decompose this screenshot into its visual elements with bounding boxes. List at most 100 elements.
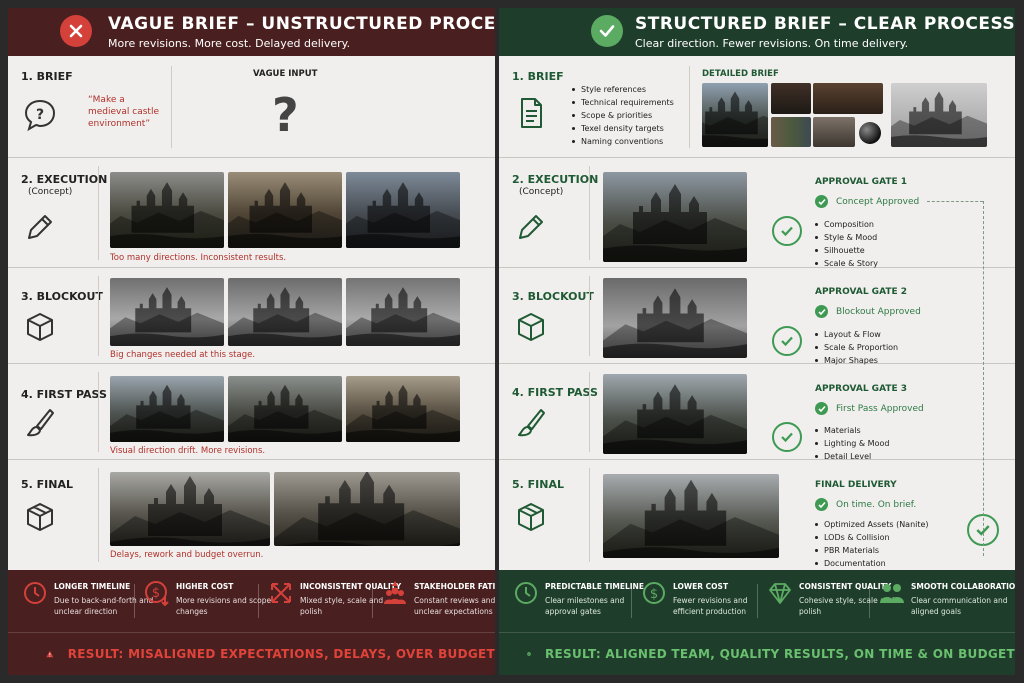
svg-text:$: $ bbox=[650, 587, 658, 602]
right-final-row: 5. FINAL FINAL DELIVERY On time. On brie… bbox=[499, 460, 1015, 570]
final-image-2 bbox=[274, 472, 460, 546]
diamond-icon bbox=[769, 583, 791, 604]
structured-brief-panel: STRUCTURED BRIEF – CLEAR PROCESS Clear d… bbox=[499, 8, 1015, 675]
approval-status: First Pass Approved bbox=[815, 402, 924, 415]
approval-status: Concept Approved bbox=[815, 195, 919, 208]
check-icon bbox=[815, 498, 828, 511]
brush-icon bbox=[27, 409, 54, 437]
brief-checklist: Style references Technical requirements … bbox=[572, 83, 674, 148]
right-result-text: RESULT: ALIGNED TEAM, QUALITY RESULTS, O… bbox=[545, 647, 1015, 661]
speech-question-icon: ? bbox=[24, 99, 56, 132]
clock-alert-icon bbox=[24, 582, 46, 604]
right-blockout-row: 3. BLOCKOUT APPROVAL GATE 2 Blockout App… bbox=[499, 268, 1015, 367]
right-title: STRUCTURED BRIEF – CLEAR PROCESS bbox=[635, 14, 1015, 34]
step-label: 5. FINAL bbox=[512, 478, 564, 491]
detailed-brief-label: DETAILED BRIEF bbox=[702, 69, 779, 79]
package-icon bbox=[518, 503, 544, 531]
gate-criteria: Materials Lighting & Mood Detail Level bbox=[815, 424, 889, 463]
approval-flow-line bbox=[983, 201, 984, 556]
texture-swatch-image bbox=[771, 117, 811, 147]
firstpass-image-3 bbox=[346, 376, 460, 442]
right-footer: PREDICTABLE TIMELINE Clear milestones an… bbox=[499, 570, 1015, 632]
right-header: STRUCTURED BRIEF – CLEAR PROCESS Clear d… bbox=[499, 8, 1015, 56]
people-warning-icon bbox=[384, 581, 406, 604]
question-mark-icon: ? bbox=[272, 88, 299, 142]
gate-check-icon bbox=[772, 422, 802, 452]
step-label: 1. BRIEF bbox=[21, 70, 73, 83]
firstpass-image-1 bbox=[110, 376, 224, 442]
concept-image-2 bbox=[228, 172, 342, 248]
model-reference-image bbox=[891, 83, 987, 147]
reference-image-2 bbox=[771, 83, 811, 114]
material-sphere-image bbox=[859, 122, 881, 144]
right-brief-row: 1. BRIEF Style references Technical requ… bbox=[499, 56, 1015, 158]
left-execution-row: 2. EXECUTION (Concept) Too many directio… bbox=[8, 158, 495, 268]
dollar-down-icon: $ bbox=[145, 581, 169, 606]
reference-image-3 bbox=[813, 83, 883, 114]
concept-image-1 bbox=[110, 172, 224, 248]
people-icon bbox=[880, 584, 904, 603]
approval-gate-title: APPROVAL GATE 2 bbox=[815, 287, 908, 297]
vague-input-label: VAGUE INPUT bbox=[253, 69, 318, 79]
left-result-bar: RESULT: MISALIGNED EXPECTATIONS, DELAYS,… bbox=[8, 632, 495, 675]
dollar-icon: $ bbox=[643, 582, 665, 604]
delivery-status: On time. On brief. bbox=[815, 498, 916, 511]
step-label: 4. FIRST PASS bbox=[21, 388, 107, 401]
reference-image-4 bbox=[813, 117, 855, 147]
problem-note: Big changes needed at this stage. bbox=[110, 350, 256, 360]
cube-icon bbox=[518, 313, 544, 341]
footer-item: $ HIGHER COST More revisions and scope c… bbox=[136, 570, 271, 632]
gate-check-icon bbox=[772, 216, 802, 246]
check-circle-icon bbox=[591, 15, 623, 47]
right-result-bar: RESULT: ALIGNED TEAM, QUALITY RESULTS, O… bbox=[499, 632, 1015, 675]
right-subtitle: Clear direction. Fewer revisions. On tim… bbox=[635, 37, 909, 50]
warning-icon bbox=[46, 650, 54, 658]
x-mark-icon bbox=[60, 15, 92, 47]
footer-item: CONSISTENT QUALITY Cohesive style, scale… bbox=[759, 570, 894, 632]
brush-icon bbox=[518, 409, 545, 437]
approved-firstpass-image bbox=[603, 374, 747, 454]
footer-item: $ LOWER COST Fewer revisions and efficie… bbox=[633, 570, 758, 632]
footer-item: LONGER TIMELINE Due to back-and-forth an… bbox=[14, 570, 153, 632]
pencil-icon bbox=[28, 215, 52, 239]
footer-item: SMOOTH COLLABORATION Clear communication… bbox=[871, 570, 1015, 632]
check-icon bbox=[815, 195, 828, 208]
right-execution-row: 2. EXECUTION (Concept) APPROVAL GATE 1 C… bbox=[499, 158, 1015, 268]
concept-image-3 bbox=[346, 172, 460, 248]
gate-criteria: Layout & Flow Scale & Proportion Major S… bbox=[815, 328, 898, 367]
step-label: 2. EXECUTION bbox=[512, 173, 599, 186]
left-title: VAGUE BRIEF – UNSTRUCTURED PROCESS bbox=[108, 14, 495, 34]
final-image-1 bbox=[110, 472, 270, 546]
step-label: 2. EXECUTION bbox=[21, 173, 108, 186]
left-footer: LONGER TIMELINE Due to back-and-forth an… bbox=[8, 570, 495, 632]
problem-note: Too many directions. Inconsistent result… bbox=[110, 253, 287, 263]
blockout-image-2 bbox=[228, 278, 342, 346]
footer-item: STAKEHOLDER FATIGUE Constant reviews and… bbox=[374, 570, 495, 632]
approved-blockout-image bbox=[603, 278, 747, 358]
pencil-icon bbox=[519, 215, 543, 239]
reference-image-1 bbox=[702, 83, 768, 147]
step-label: 5. FINAL bbox=[21, 478, 73, 491]
approval-status: Blockout Approved bbox=[815, 305, 921, 318]
step-label: 1. BRIEF bbox=[512, 70, 564, 83]
delivery-items: Optimized Assets (Nanite) LODs & Collisi… bbox=[815, 518, 929, 570]
scatter-arrows-icon bbox=[271, 583, 291, 603]
final-delivery-title: FINAL DELIVERY bbox=[815, 480, 897, 490]
check-icon bbox=[815, 402, 828, 415]
left-result-text: RESULT: MISALIGNED EXPECTATIONS, DELAYS,… bbox=[67, 647, 495, 661]
step-label: 4. FIRST PASS bbox=[512, 386, 598, 399]
blockout-image-1 bbox=[110, 278, 224, 346]
step-label: 3. BLOCKOUT bbox=[21, 290, 103, 303]
document-icon bbox=[521, 98, 542, 128]
left-subtitle: More revisions. More cost. Delayed deliv… bbox=[108, 37, 351, 50]
check-circle-icon bbox=[527, 652, 531, 656]
svg-text:$: $ bbox=[152, 586, 160, 601]
approval-gate-title: APPROVAL GATE 1 bbox=[815, 177, 908, 187]
left-final-row: 5. FINAL Delays, rework and budget overr… bbox=[8, 460, 495, 570]
footer-item: PREDICTABLE TIMELINE Clear milestones an… bbox=[505, 570, 644, 632]
final-delivery-image bbox=[603, 474, 779, 558]
clock-icon bbox=[515, 582, 537, 604]
approved-concept-image bbox=[603, 172, 747, 262]
left-header: VAGUE BRIEF – UNSTRUCTURED PROCESS More … bbox=[8, 8, 495, 56]
vague-brief-panel: VAGUE BRIEF – UNSTRUCTURED PROCESS More … bbox=[8, 8, 495, 675]
